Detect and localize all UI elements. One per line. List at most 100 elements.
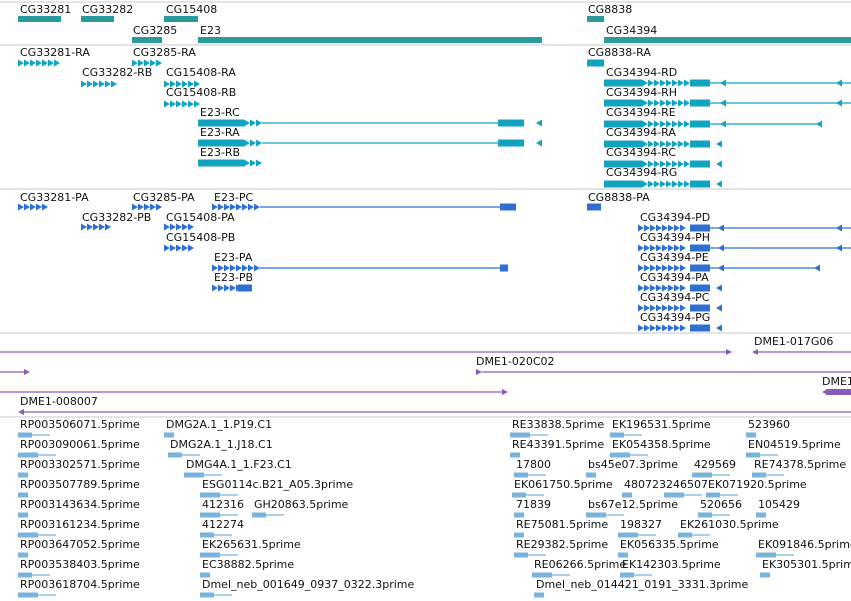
est-feature[interactable]: RP003618704.5prime bbox=[18, 578, 140, 598]
transcript-feature[interactable]: E23-RB bbox=[198, 146, 262, 167]
est-feature[interactable]: EK071920.5prime bbox=[706, 478, 807, 498]
clone-label[interactable]: DME1 bbox=[822, 375, 851, 388]
est-feature[interactable]: RE33838.5prime bbox=[510, 418, 604, 438]
protein-label[interactable]: CG34394-PG bbox=[640, 311, 710, 324]
est-feature[interactable]: DMG2A.1_1.P19.C1 bbox=[164, 418, 272, 438]
transcript-feature[interactable]: CG34394-RH bbox=[604, 86, 851, 107]
est-feature[interactable]: DMG4A.1_1.F23.C1 bbox=[184, 458, 292, 478]
est-label[interactable]: RP003506071.5prime bbox=[20, 418, 140, 431]
transcript-feature[interactable]: E23-RA bbox=[198, 126, 542, 147]
protein-label[interactable]: CG34394-PC bbox=[640, 291, 710, 304]
est-label[interactable]: RE74378.5prime bbox=[754, 458, 846, 471]
est-label[interactable]: EK196531.5prime bbox=[612, 418, 711, 431]
est-feature[interactable]: 480723 bbox=[622, 478, 666, 498]
clone-feature[interactable]: DME1-017G06 bbox=[752, 335, 851, 355]
transcript-feature[interactable]: CG3285-RA bbox=[132, 46, 196, 67]
est-label[interactable]: RP003090061.5prime bbox=[20, 438, 140, 451]
est-label[interactable]: DMG2A.1_1.J18.C1 bbox=[170, 438, 273, 451]
transcript-feature[interactable]: CG8838-RA bbox=[587, 46, 651, 67]
est-label[interactable]: bs67e12.5prime bbox=[588, 498, 678, 511]
protein-feature[interactable]: CG15408-PB bbox=[164, 231, 235, 252]
gene-label[interactable]: CG34394 bbox=[606, 24, 657, 37]
clone-label[interactable]: DME1-008007 bbox=[20, 395, 98, 408]
est-label[interactable]: EN04519.5prime bbox=[748, 438, 841, 451]
transcript-feature[interactable]: CG33282-RB bbox=[81, 66, 152, 88]
protein-label[interactable]: E23-PC bbox=[214, 191, 254, 204]
est-feature[interactable]: RE43391.5prime bbox=[510, 438, 604, 458]
est-label[interactable]: RE33838.5prime bbox=[512, 418, 604, 431]
protein-label[interactable]: CG15408-PA bbox=[166, 211, 235, 224]
est-feature[interactable]: 429569 bbox=[692, 458, 736, 478]
est-feature[interactable]: RP003302571.5prime bbox=[18, 458, 140, 478]
est-feature[interactable]: EK196531.5prime bbox=[610, 418, 711, 438]
transcript-label[interactable]: CG33281-RA bbox=[20, 46, 90, 59]
est-label[interactable]: EK091846.5prime bbox=[758, 538, 851, 551]
protein-feature[interactable]: E23-PC bbox=[212, 191, 516, 211]
clone-feature[interactable] bbox=[0, 389, 508, 395]
est-feature[interactable]: 198327 bbox=[618, 518, 662, 538]
transcript-feature[interactable]: CG34394-RA bbox=[604, 126, 722, 148]
est-feature[interactable]: EK142303.5prime bbox=[620, 558, 721, 578]
protein-feature[interactable]: CG34394-PG bbox=[638, 311, 722, 332]
est-feature[interactable]: RP003161234.5prime bbox=[18, 518, 140, 538]
protein-label[interactable]: CG8838-PA bbox=[588, 191, 650, 204]
est-label[interactable]: RP003507789.5prime bbox=[20, 478, 140, 491]
protein-feature[interactable]: CG3285-PA bbox=[132, 191, 195, 211]
est-label[interactable]: 520656 bbox=[700, 498, 742, 511]
protein-feature[interactable]: E23-PA bbox=[212, 251, 508, 272]
gene-label[interactable]: CG15408 bbox=[166, 3, 217, 16]
clone-feature[interactable] bbox=[0, 369, 30, 375]
gene-label[interactable]: CG33282 bbox=[82, 3, 133, 16]
transcript-label[interactable]: E23-RB bbox=[200, 146, 240, 159]
est-label[interactable]: EK061750.5prime bbox=[514, 478, 613, 491]
protein-label[interactable]: E23-PB bbox=[214, 271, 253, 284]
protein-label[interactable]: CG34394-PE bbox=[640, 251, 709, 264]
est-label[interactable]: 246507 bbox=[666, 478, 708, 491]
transcript-label[interactable]: CG34394-RG bbox=[606, 166, 677, 179]
est-label[interactable]: GH20863.5prime bbox=[254, 498, 349, 511]
est-feature[interactable]: 412274 bbox=[200, 518, 244, 538]
est-feature[interactable]: EK305301.5prime bbox=[760, 558, 851, 578]
est-feature[interactable]: EK261030.5prime bbox=[678, 518, 779, 538]
transcript-label[interactable]: CG34394-RD bbox=[606, 66, 677, 79]
protein-label[interactable]: CG34394-PH bbox=[640, 231, 710, 244]
est-label[interactable]: RE06266.5prime bbox=[534, 558, 626, 571]
est-feature[interactable]: EK265631.5prime bbox=[200, 538, 301, 558]
est-feature[interactable]: Dmel_neb_014421_0191_3331.3prime bbox=[534, 578, 748, 598]
gene-feature[interactable]: CG3285 bbox=[132, 24, 177, 43]
est-label[interactable]: 412274 bbox=[202, 518, 244, 531]
transcript-feature[interactable]: CG34394-RE bbox=[604, 106, 822, 128]
clone-feature[interactable]: DME1 bbox=[822, 375, 851, 395]
est-label[interactable]: Dmel_neb_014421_0191_3331.3prime bbox=[536, 578, 748, 591]
transcript-feature[interactable]: CG34394-RC bbox=[604, 146, 722, 168]
protein-feature[interactable]: CG34394-PE bbox=[638, 251, 820, 272]
gene-feature[interactable]: CG8838 bbox=[587, 3, 632, 22]
est-label[interactable]: RP003302571.5prime bbox=[20, 458, 140, 471]
protein-feature[interactable]: CG34394-PH bbox=[638, 231, 851, 252]
est-label[interactable]: ESG0114c.B21_A05.3prime bbox=[202, 478, 353, 491]
est-label[interactable]: RP003618704.5prime bbox=[20, 578, 140, 591]
transcript-feature[interactable]: CG15408-RA bbox=[164, 66, 236, 88]
est-feature[interactable]: RP003506071.5prime bbox=[18, 418, 140, 438]
transcript-feature[interactable]: CG34394-RD bbox=[604, 66, 851, 87]
protein-label[interactable]: E23-PA bbox=[214, 251, 253, 264]
est-label[interactable]: DMG2A.1_1.P19.C1 bbox=[166, 418, 272, 431]
clone-feature[interactable]: DME1-008007 bbox=[18, 395, 851, 415]
est-feature[interactable]: RP003090061.5prime bbox=[18, 438, 140, 458]
transcript-label[interactable]: CG33282-RB bbox=[82, 66, 152, 79]
est-feature[interactable]: 17800 bbox=[514, 458, 551, 478]
est-feature[interactable]: RP003647052.5prime bbox=[18, 538, 140, 558]
est-feature[interactable]: EK054358.5prime bbox=[610, 438, 711, 458]
est-feature[interactable]: EN04519.5prime bbox=[746, 438, 841, 458]
est-label[interactable]: RP003143634.5prime bbox=[20, 498, 140, 511]
gene-feature[interactable]: CG15408 bbox=[164, 3, 217, 22]
est-label[interactable]: 198327 bbox=[620, 518, 662, 531]
est-feature[interactable]: RE75081.5prime bbox=[514, 518, 608, 538]
protein-feature[interactable]: CG33281-PA bbox=[18, 191, 89, 211]
est-label[interactable]: RP003647052.5prime bbox=[20, 538, 140, 551]
est-feature[interactable]: bs45e07.3prime bbox=[586, 458, 678, 478]
est-label[interactable]: EK305301.5prime bbox=[762, 558, 851, 571]
est-feature[interactable]: 412316 bbox=[200, 498, 244, 518]
est-label[interactable]: EK071920.5prime bbox=[708, 478, 807, 491]
